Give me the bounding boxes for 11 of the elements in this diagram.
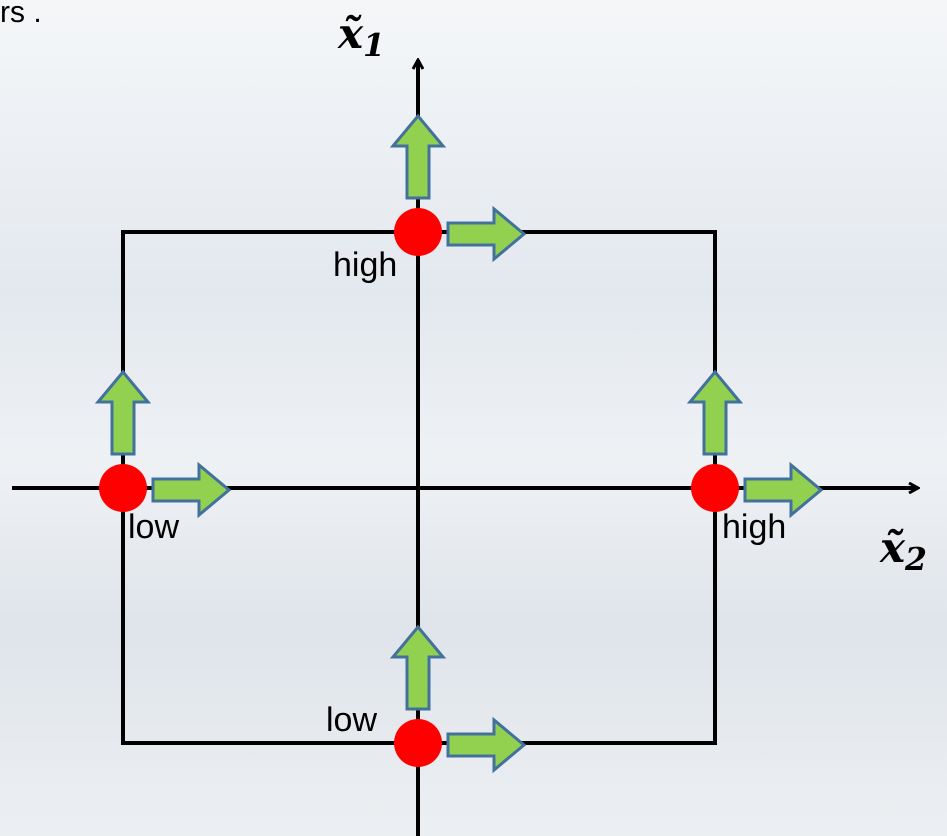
point-label: high <box>333 248 398 282</box>
point-label: low <box>128 510 180 544</box>
point-marker <box>394 719 442 767</box>
point-label: low <box>326 703 378 737</box>
point-marker <box>691 464 739 512</box>
fragment-text: rs . <box>0 0 42 31</box>
point-marker <box>99 464 147 512</box>
axis-label: x̃$_{1}$ <box>338 8 385 60</box>
point-label: high <box>722 510 786 544</box>
axis-label: x̃$_{2}$ <box>880 522 927 574</box>
point-marker <box>394 208 442 256</box>
